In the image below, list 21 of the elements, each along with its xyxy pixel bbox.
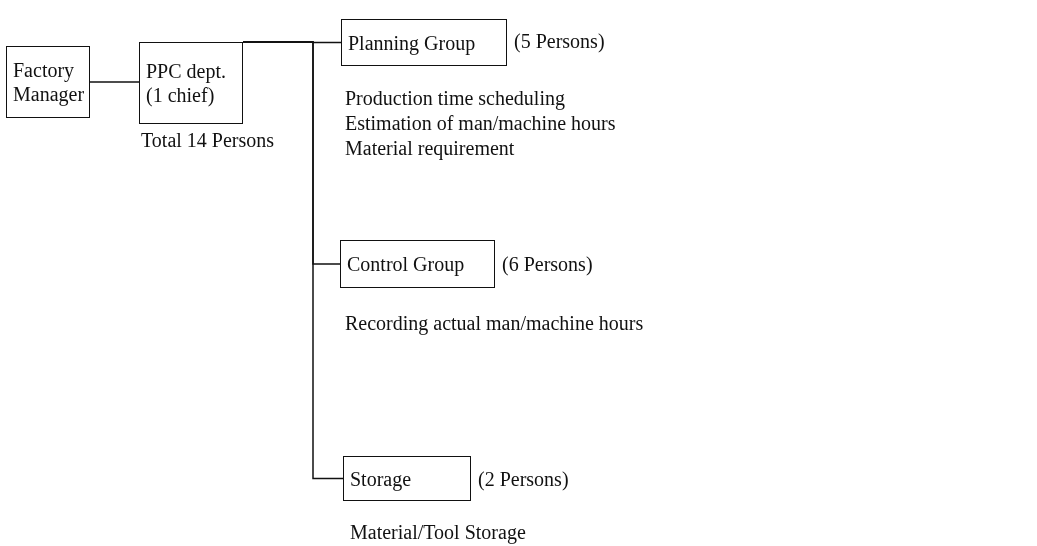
headcount-note: (5 Persons) [514, 29, 605, 53]
box-label: Planning Group [348, 30, 476, 55]
description-text: Production time scheduling [345, 86, 565, 110]
box-label: PPC dept. (1 chief) [146, 59, 228, 107]
box-label: Storage [350, 466, 412, 491]
headcount-note: (6 Persons) [502, 252, 593, 276]
description-text: Material requirement [345, 136, 515, 160]
description-text: Total 14 Persons [141, 128, 275, 152]
description-text: Estimation of man/machine hours [345, 111, 616, 135]
connector-line [89, 81, 140, 83]
org-box [340, 240, 495, 288]
description-text: Recording actual man/machine hours [345, 311, 644, 335]
box-label: Control Group [347, 252, 465, 276]
org-box [343, 456, 471, 501]
box-label: Factory Manager [13, 58, 85, 106]
description-text: Material/Tool Storage [350, 520, 526, 544]
headcount-note: (2 Persons) [478, 467, 569, 491]
connector-line [242, 41, 344, 480]
org-box [139, 42, 243, 124]
org-box [6, 46, 90, 118]
org-box [341, 19, 507, 66]
